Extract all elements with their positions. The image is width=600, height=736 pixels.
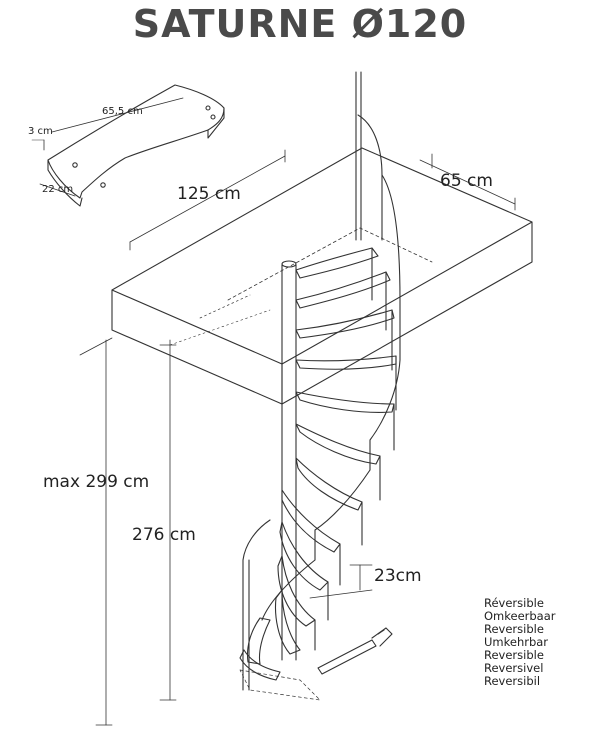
step-width-label: 22 cm (42, 184, 74, 195)
reversible-ro: Reversibil (484, 674, 541, 688)
step-thickness-label: 3 cm (28, 126, 53, 137)
max-height-label: max 299 cm (43, 472, 150, 492)
reversible-de: Umkehrbar (484, 635, 549, 649)
step-length-label: 65,5 cm (102, 106, 143, 117)
reversible-nl: Omkeerbaar (484, 609, 556, 623)
reversible-es: Reversible (484, 648, 544, 662)
reversible-pt: Reversivel (484, 661, 544, 675)
step-detail-drawing (31, 84, 225, 207)
treads-drawing (239, 247, 397, 701)
floor-height-label: 276 cm (132, 525, 196, 545)
page-title: SATURNE Ø120 (132, 2, 468, 46)
opening-width-label: 65 cm (440, 171, 493, 191)
wrench-icon (317, 627, 393, 675)
handrail-drawing (242, 71, 401, 691)
reversible-fr: Réversible (484, 596, 544, 610)
central-column-drawing (281, 260, 297, 661)
riser-height-label: 23cm (374, 566, 422, 586)
height-dimension-lines (79, 309, 373, 726)
reversible-en: Reversible (484, 622, 544, 636)
opening-length-label: 125 cm (177, 184, 241, 204)
reversible-notes: Réversible Omkeerbaar Reversible Umkehrb… (484, 597, 556, 688)
opening-dimension-lines (129, 149, 516, 251)
floor-slab-drawing (111, 147, 533, 405)
